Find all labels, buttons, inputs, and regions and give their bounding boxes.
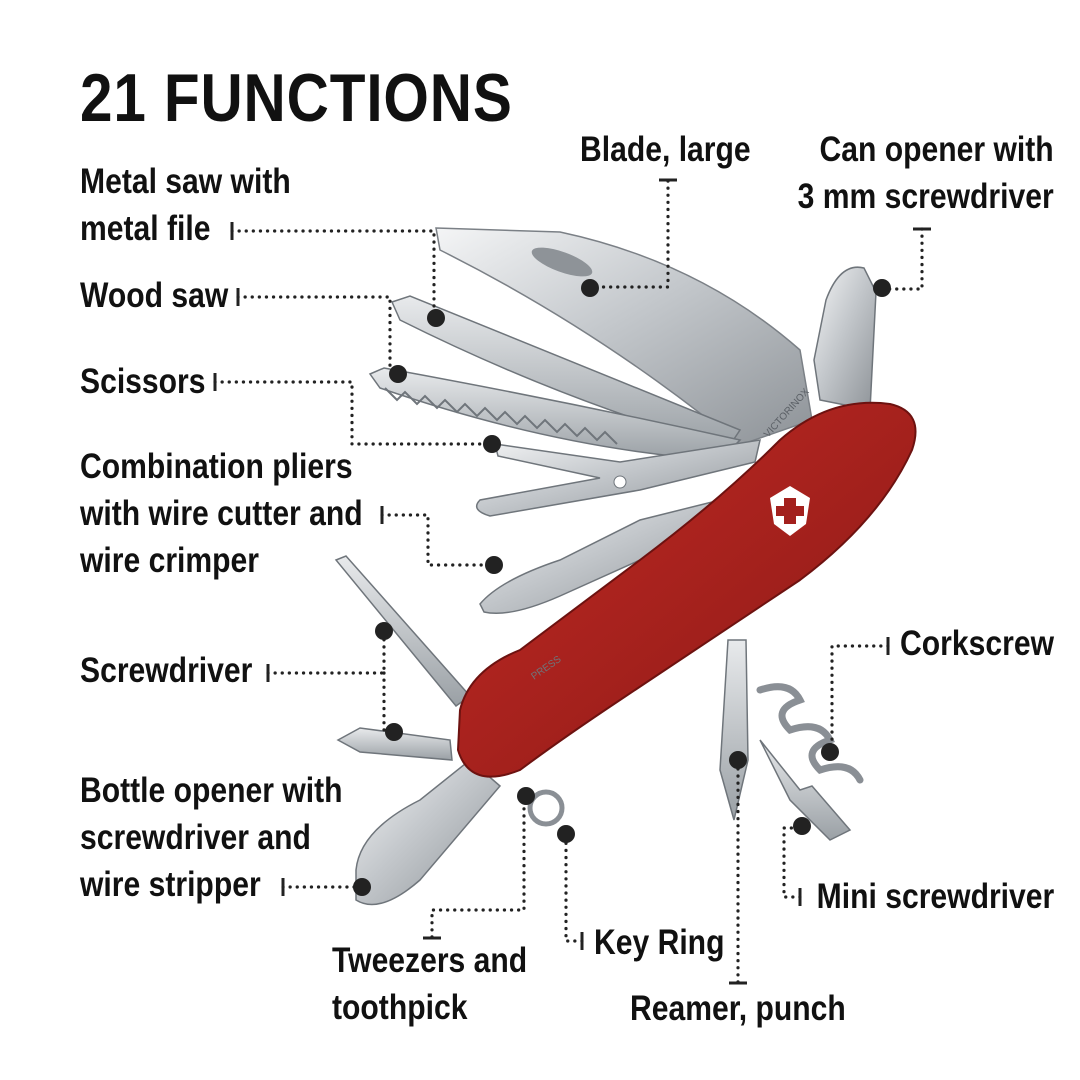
mini-screwdriver-tool <box>759 739 852 841</box>
leader-blade-large <box>590 179 670 289</box>
reamer-tool <box>719 639 749 821</box>
blade-nail-nick <box>531 247 593 277</box>
phillips-screwdriver <box>336 727 453 761</box>
label-scissors: Scissors <box>80 362 206 401</box>
key-ring-loop <box>527 789 565 827</box>
label-reamer: Reamer, punch <box>630 989 846 1028</box>
leader-pliers <box>380 513 492 567</box>
leader-mini-screwdriver <box>782 826 802 899</box>
corkscrew-tool <box>756 683 864 784</box>
label-tweezers: Tweezers and toothpick <box>332 941 528 1027</box>
wood-saw <box>368 367 742 461</box>
leader-key-ring <box>564 834 584 943</box>
leader-corkscrew <box>830 644 890 752</box>
label-key-ring: Key Ring <box>594 923 725 962</box>
label-metal-saw: Metal saw with metal file <box>80 162 291 248</box>
page-title: 21 FUNCTIONS <box>80 60 513 136</box>
label-mini-screwdriver: Mini screwdriver <box>816 877 1054 916</box>
label-blade-large: Blade, large <box>580 130 751 169</box>
label-pliers: Combination pliers with wire cutter and … <box>80 447 363 580</box>
leader-wood-saw <box>236 295 392 374</box>
label-bottle-opener: Bottle opener with screwdriver and wire … <box>80 771 343 904</box>
label-wood-saw: Wood saw <box>80 276 229 315</box>
leader-tweezers <box>430 798 526 939</box>
can-opener <box>813 266 877 411</box>
wood-saw-teeth <box>384 387 618 445</box>
leader-screwdriver <box>266 630 386 675</box>
bottle-opener <box>355 759 502 906</box>
leader-can-opener <box>882 227 924 291</box>
label-screwdriver: Screwdriver <box>80 651 253 690</box>
label-can-opener: Can opener with 3 mm screwdriver <box>798 130 1054 216</box>
swiss-cross-emblem <box>770 486 810 536</box>
label-corkscrew: Corkscrew <box>900 624 1054 663</box>
